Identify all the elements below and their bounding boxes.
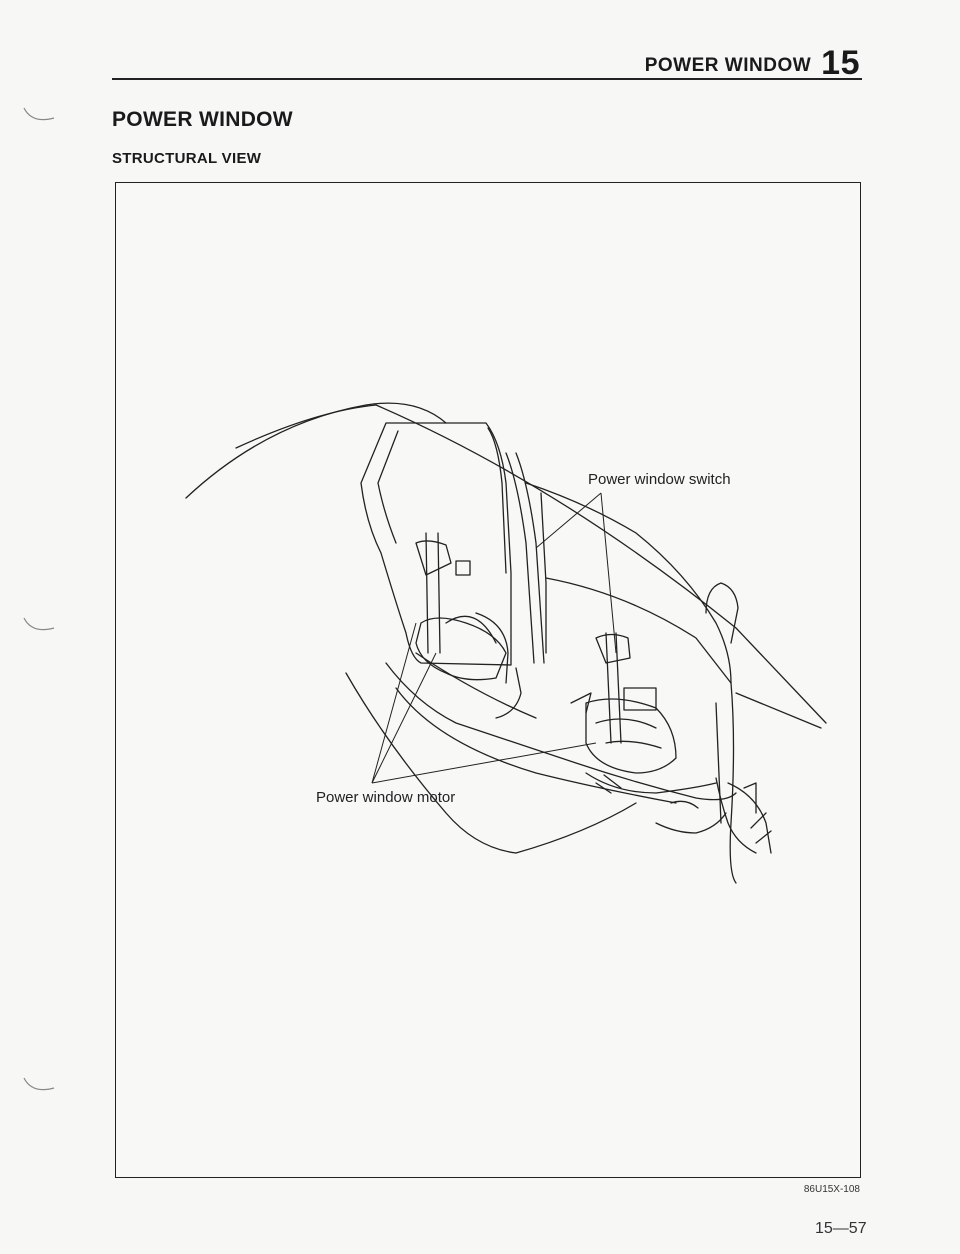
running-header: POWER WINDOW 15 bbox=[645, 44, 860, 83]
page-title: POWER WINDOW bbox=[112, 108, 293, 131]
header-rule bbox=[112, 78, 862, 80]
callout-power-window-switch: Power window switch bbox=[588, 471, 731, 488]
page-number: 15—57 bbox=[815, 1220, 867, 1237]
structural-view-figure: Power window switch Power window motor bbox=[115, 182, 861, 1178]
binder-mark bbox=[23, 1077, 55, 1091]
callout-power-window-motor: Power window motor bbox=[316, 789, 456, 806]
binder-mark bbox=[23, 617, 55, 631]
binder-mark bbox=[23, 107, 55, 121]
figure-code: 86U15X-108 bbox=[803, 1184, 860, 1195]
section-title: STRUCTURAL VIEW bbox=[112, 150, 262, 167]
header-section-number: 15 bbox=[821, 44, 860, 82]
car-door-illustration bbox=[185, 402, 827, 884]
header-section-title: POWER WINDOW bbox=[644, 55, 812, 76]
